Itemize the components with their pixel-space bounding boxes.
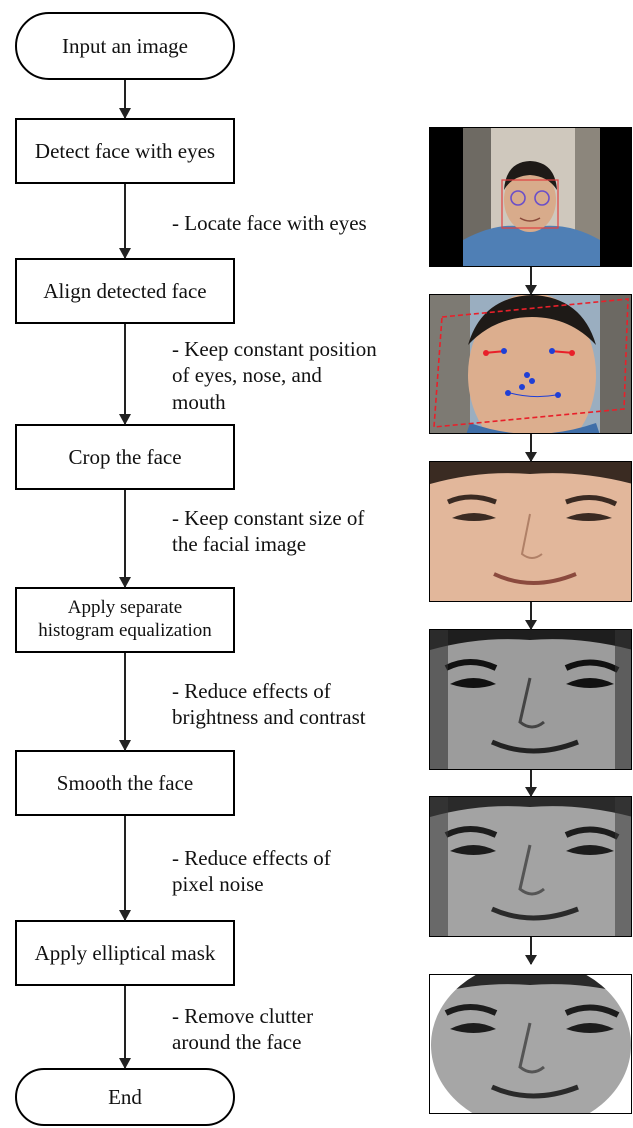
step-histogram-equalization: Apply separate histogram equalization — [15, 587, 235, 653]
flow-arrow — [124, 490, 126, 587]
note-constant-position: - Keep constant position of eyes, nose, … — [172, 336, 377, 415]
image-arrow — [530, 267, 532, 294]
flow-arrow — [124, 986, 126, 1068]
image-arrow — [530, 602, 532, 629]
note-pixel-noise: - Reduce effects of pixel noise — [172, 845, 331, 898]
step-detect-face: Detect face with eyes — [15, 118, 235, 184]
cropped-face-image — [429, 461, 632, 602]
step-align-face: Align detected face — [15, 258, 235, 324]
detected-face-image — [429, 127, 632, 267]
aligned-face-image — [429, 294, 632, 434]
equalized-face-image — [429, 629, 632, 770]
flow-arrow — [124, 324, 126, 424]
flow-arrow — [124, 184, 126, 258]
flow-arrow — [124, 80, 126, 118]
step-end: End — [15, 1068, 235, 1126]
note-brightness-contrast: - Reduce effects of brightness and contr… — [172, 678, 366, 731]
step-input-image: Input an image — [15, 12, 235, 80]
image-arrow — [530, 434, 532, 461]
note-remove-clutter: - Remove clutter around the face — [172, 1003, 313, 1056]
step-elliptical-mask: Apply elliptical mask — [15, 920, 235, 986]
flow-arrow — [124, 816, 126, 920]
smoothed-face-image — [429, 796, 632, 937]
step-crop-face: Crop the face — [15, 424, 235, 490]
image-arrow — [530, 937, 532, 964]
flow-arrow — [124, 653, 126, 750]
note-constant-size: - Keep constant size of the facial image — [172, 505, 364, 558]
masked-face-image — [429, 974, 632, 1114]
step-smooth-face: Smooth the face — [15, 750, 235, 816]
note-locate-face: - Locate face with eyes — [172, 210, 367, 236]
image-arrow — [530, 770, 532, 796]
